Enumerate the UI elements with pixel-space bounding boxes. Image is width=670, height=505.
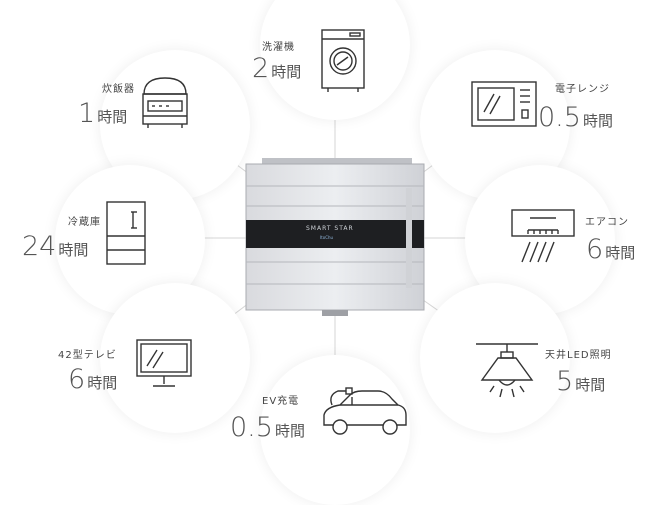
rice-value: 1 — [78, 98, 96, 129]
bubble-light — [420, 283, 570, 433]
washing-machine-icon — [321, 29, 365, 92]
ceiling-light-icon — [476, 343, 538, 398]
washer-label: 洗濯機 — [262, 42, 295, 53]
battery-brand: SMART STAR — [306, 225, 354, 232]
microwave-label: 電子レンジ — [555, 84, 610, 95]
tv-label: 42型テレビ — [58, 350, 117, 361]
electric-car-icon — [323, 387, 407, 435]
light-label: 天井LED照明 — [545, 350, 612, 361]
microwave-value: 0.5 — [538, 102, 581, 133]
rice-label: 炊飯器 — [102, 84, 135, 95]
ev-unit: 時間 — [274, 422, 305, 440]
fridge-value: 24 — [22, 231, 57, 262]
air-conditioner-icon — [511, 209, 575, 263]
light-value: 5 — [556, 366, 574, 397]
aircon-value: 6 — [586, 234, 604, 265]
ev-value: 0.5 — [230, 412, 273, 443]
rice-unit: 時間 — [97, 108, 128, 126]
battery-illustration — [245, 158, 425, 316]
microwave-icon — [471, 81, 537, 127]
ev-label: EV充電 — [262, 396, 300, 407]
storage-battery-unit: SMART STAR ItoChu — [242, 158, 428, 318]
washer-value: 2 — [252, 53, 270, 84]
television-icon — [136, 339, 192, 387]
battery-sub-brand: ItoChu — [320, 235, 334, 240]
rice-cooker-icon — [142, 77, 188, 128]
washer-unit: 時間 — [271, 63, 302, 81]
aircon-unit: 時間 — [605, 244, 636, 262]
tv-value: 6 — [68, 364, 86, 395]
tv-unit: 時間 — [87, 374, 118, 392]
microwave-unit: 時間 — [582, 112, 613, 130]
bubble-tv — [100, 283, 250, 433]
bubble-washer — [260, 0, 410, 120]
aircon-label: エアコン — [585, 217, 629, 228]
light-unit: 時間 — [575, 376, 606, 394]
refrigerator-icon — [106, 201, 146, 265]
fridge-unit: 時間 — [58, 241, 89, 259]
fridge-label: 冷蔵庫 — [68, 217, 101, 228]
